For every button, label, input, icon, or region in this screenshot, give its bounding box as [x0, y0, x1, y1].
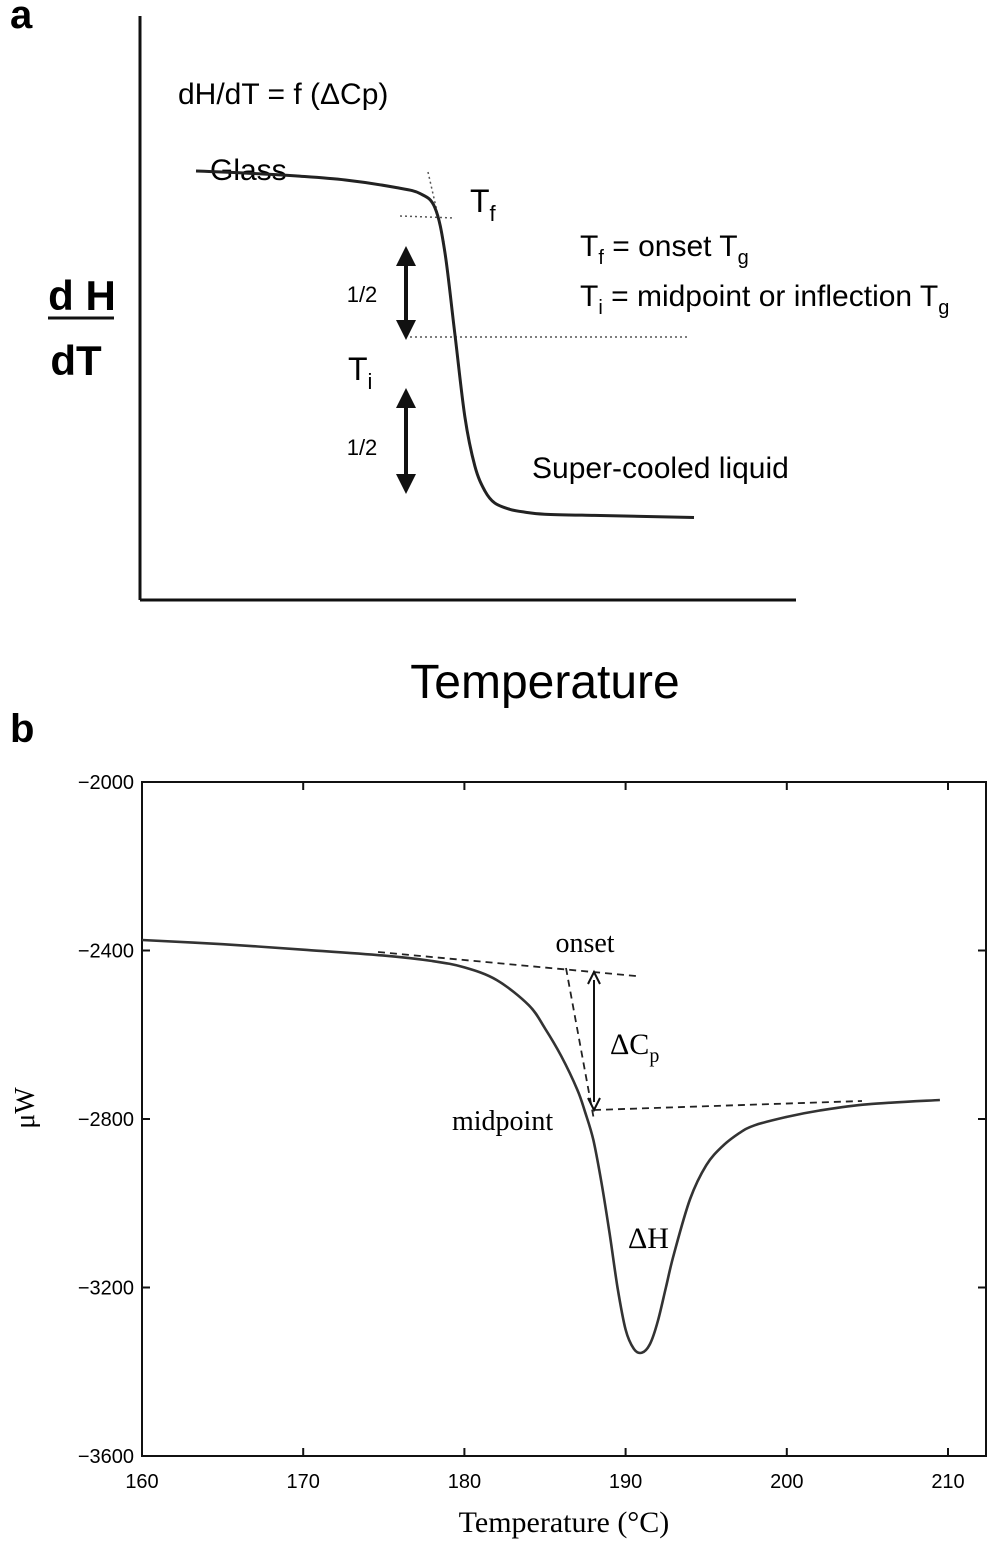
- x-tick-label: 170: [287, 1471, 320, 1493]
- panel-b-steep-tangent: [565, 967, 595, 1121]
- panel-b-ticks: [141, 781, 986, 1457]
- panel-b-dcp-label: ΔCp: [610, 1028, 659, 1067]
- y-tick-label: −3600: [78, 1446, 134, 1468]
- panel-b-onset-label: onset: [555, 928, 614, 959]
- y-tick-label: −2800: [78, 1109, 134, 1131]
- panel-a-ylabel-denominator: dT: [50, 337, 102, 384]
- panel-a-lower-double-arrow: [396, 388, 416, 494]
- panel-a-half-top: 1/2: [347, 282, 378, 307]
- panel-b: b 160 170 180 190 200 210 −2000 −2400 −2800 −3200…: [10, 707, 987, 1539]
- panel-b-dh-label: ΔH: [628, 1222, 669, 1255]
- x-tick-label: 190: [609, 1471, 642, 1493]
- panel-b-liquid-baseline: [593, 1100, 863, 1111]
- panel-b-midpoint-label: midpoint: [452, 1106, 553, 1137]
- x-tick-label: 160: [125, 1471, 158, 1493]
- panel-a-tf-label: Tf: [470, 183, 497, 226]
- panel-a-equation: dH/dT = f (ΔCp): [178, 78, 388, 111]
- panel-b-ylabel: μW: [10, 1087, 41, 1129]
- panel-b-xlabel: Temperature (°C): [459, 1506, 670, 1539]
- y-tick-label: −3200: [78, 1278, 134, 1300]
- x-tick-label: 200: [770, 1471, 803, 1493]
- panel-a-half-bottom: 1/2: [347, 435, 378, 460]
- panel-b-letter: b: [10, 707, 34, 751]
- panel-a-curve: [195, 169, 695, 519]
- panel-a-ylabel-numerator: d H: [48, 272, 116, 319]
- panel-a-liquid-label: Super-cooled liquid: [532, 452, 789, 485]
- panel-a-ti-label: Ti: [348, 351, 372, 394]
- panel-a-glass-tangent: [399, 215, 456, 219]
- panel-a-def-midpoint: Ti = midpoint or inflection Tg: [580, 280, 949, 319]
- panel-b-plot-frame: [141, 781, 987, 1457]
- panel-b-dcp-arrow: [587, 969, 601, 1113]
- panel-a-upper-double-arrow: [396, 246, 416, 340]
- panel-a-letter: a: [10, 0, 33, 37]
- x-tick-label: 210: [931, 1471, 964, 1493]
- x-tick-label: 180: [448, 1471, 481, 1493]
- panel-a-def-onset: Tf = onset Tg: [580, 230, 749, 269]
- panel-b-curve: [141, 938, 940, 1355]
- y-tick-label: −2000: [78, 772, 134, 794]
- y-tick-label: −2400: [78, 941, 134, 963]
- panel-b-tick-labels: 160 170 180 190 200 210 −2000 −2400 −2800 −3200 −3…: [78, 772, 965, 1493]
- panel-a: a d H dT Temperature dH/dT = f (ΔCp) Gla…: [10, 0, 949, 709]
- panel-a-glass-label: Glass: [210, 154, 287, 187]
- panel-a-xlabel: Temperature: [410, 656, 679, 709]
